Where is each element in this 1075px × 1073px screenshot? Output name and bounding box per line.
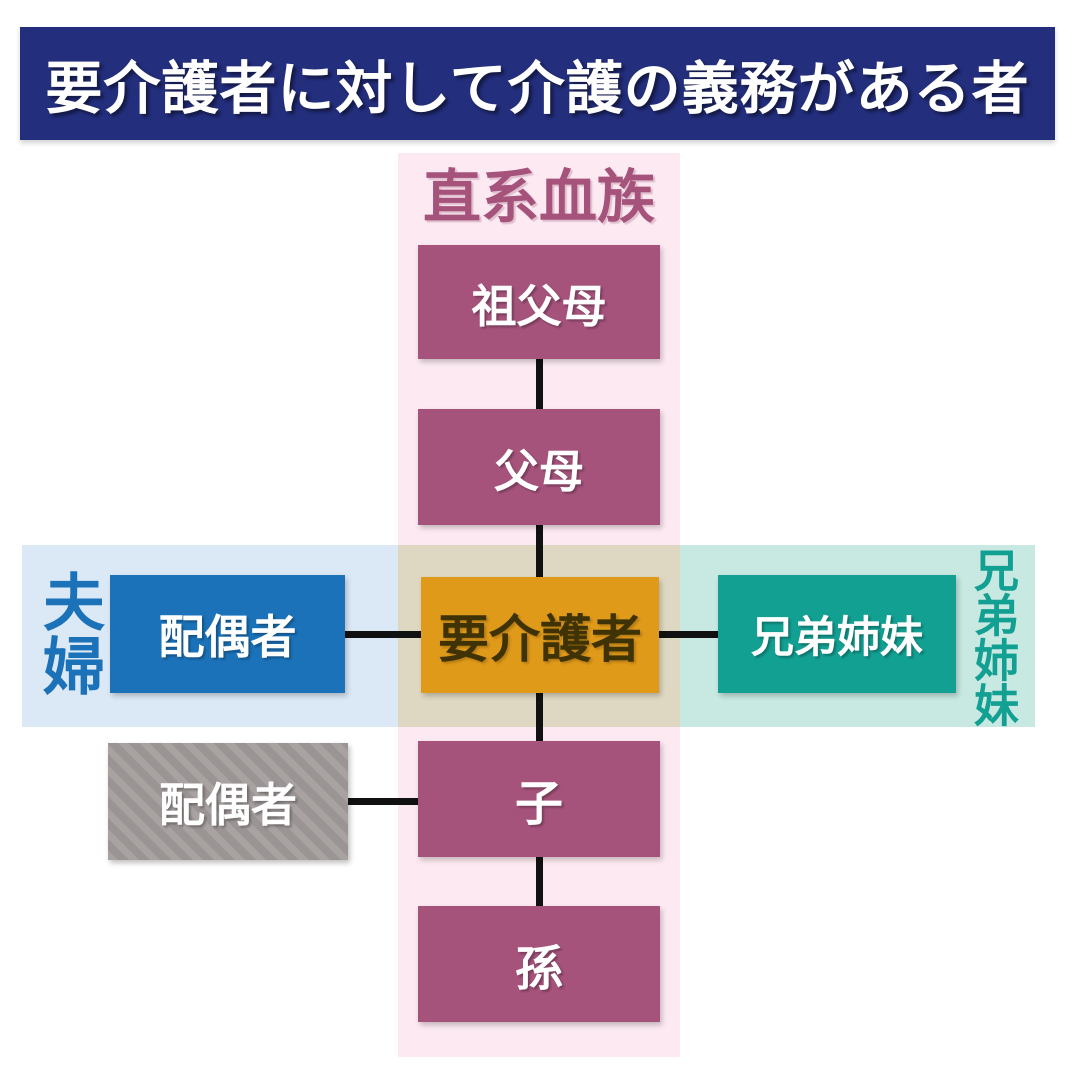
- connector-care-recipient-child: [536, 692, 543, 742]
- node-child-spouse: 配偶者: [108, 743, 348, 860]
- node-grandparents-label: 祖父母: [471, 281, 607, 332]
- connector-grandparents-parents: [536, 359, 543, 410]
- node-parents: 父母: [418, 409, 660, 525]
- node-child-label: 子: [514, 778, 563, 831]
- node-care-recipient-label: 要介護者: [437, 613, 642, 669]
- node-spouse: 配偶者: [110, 575, 345, 693]
- node-siblings: 兄弟姉妹: [718, 575, 956, 693]
- node-grandparents: 祖父母: [418, 245, 660, 359]
- siblings-label: 兄弟姉妹: [967, 547, 1017, 727]
- node-child: 子: [418, 741, 660, 857]
- connector-spouse-care-recipient: [344, 631, 422, 638]
- connector-child-grandchild: [536, 856, 543, 907]
- node-grandchild: 孫: [418, 906, 660, 1022]
- node-parents-label: 父母: [493, 446, 584, 497]
- node-grandchild-label: 孫: [514, 943, 563, 996]
- direct-line-label: 直系血族: [422, 165, 655, 230]
- node-siblings-label: 兄弟姉妹: [751, 615, 923, 662]
- node-child-spouse-label: 配偶者: [159, 779, 297, 831]
- page-title: 要介護者に対して介護の義務がある者: [45, 57, 1030, 121]
- node-spouse-label: 配偶者: [158, 612, 297, 663]
- node-care-recipient: 要介護者: [421, 577, 659, 693]
- connector-parents-care-recipient: [536, 524, 543, 578]
- connector-child-spouse-child: [347, 798, 421, 805]
- title-bar: 要介護者に対して介護の義務がある者: [20, 27, 1055, 140]
- connector-care-recipient-siblings: [658, 631, 719, 638]
- couple-label: 夫婦: [33, 570, 101, 698]
